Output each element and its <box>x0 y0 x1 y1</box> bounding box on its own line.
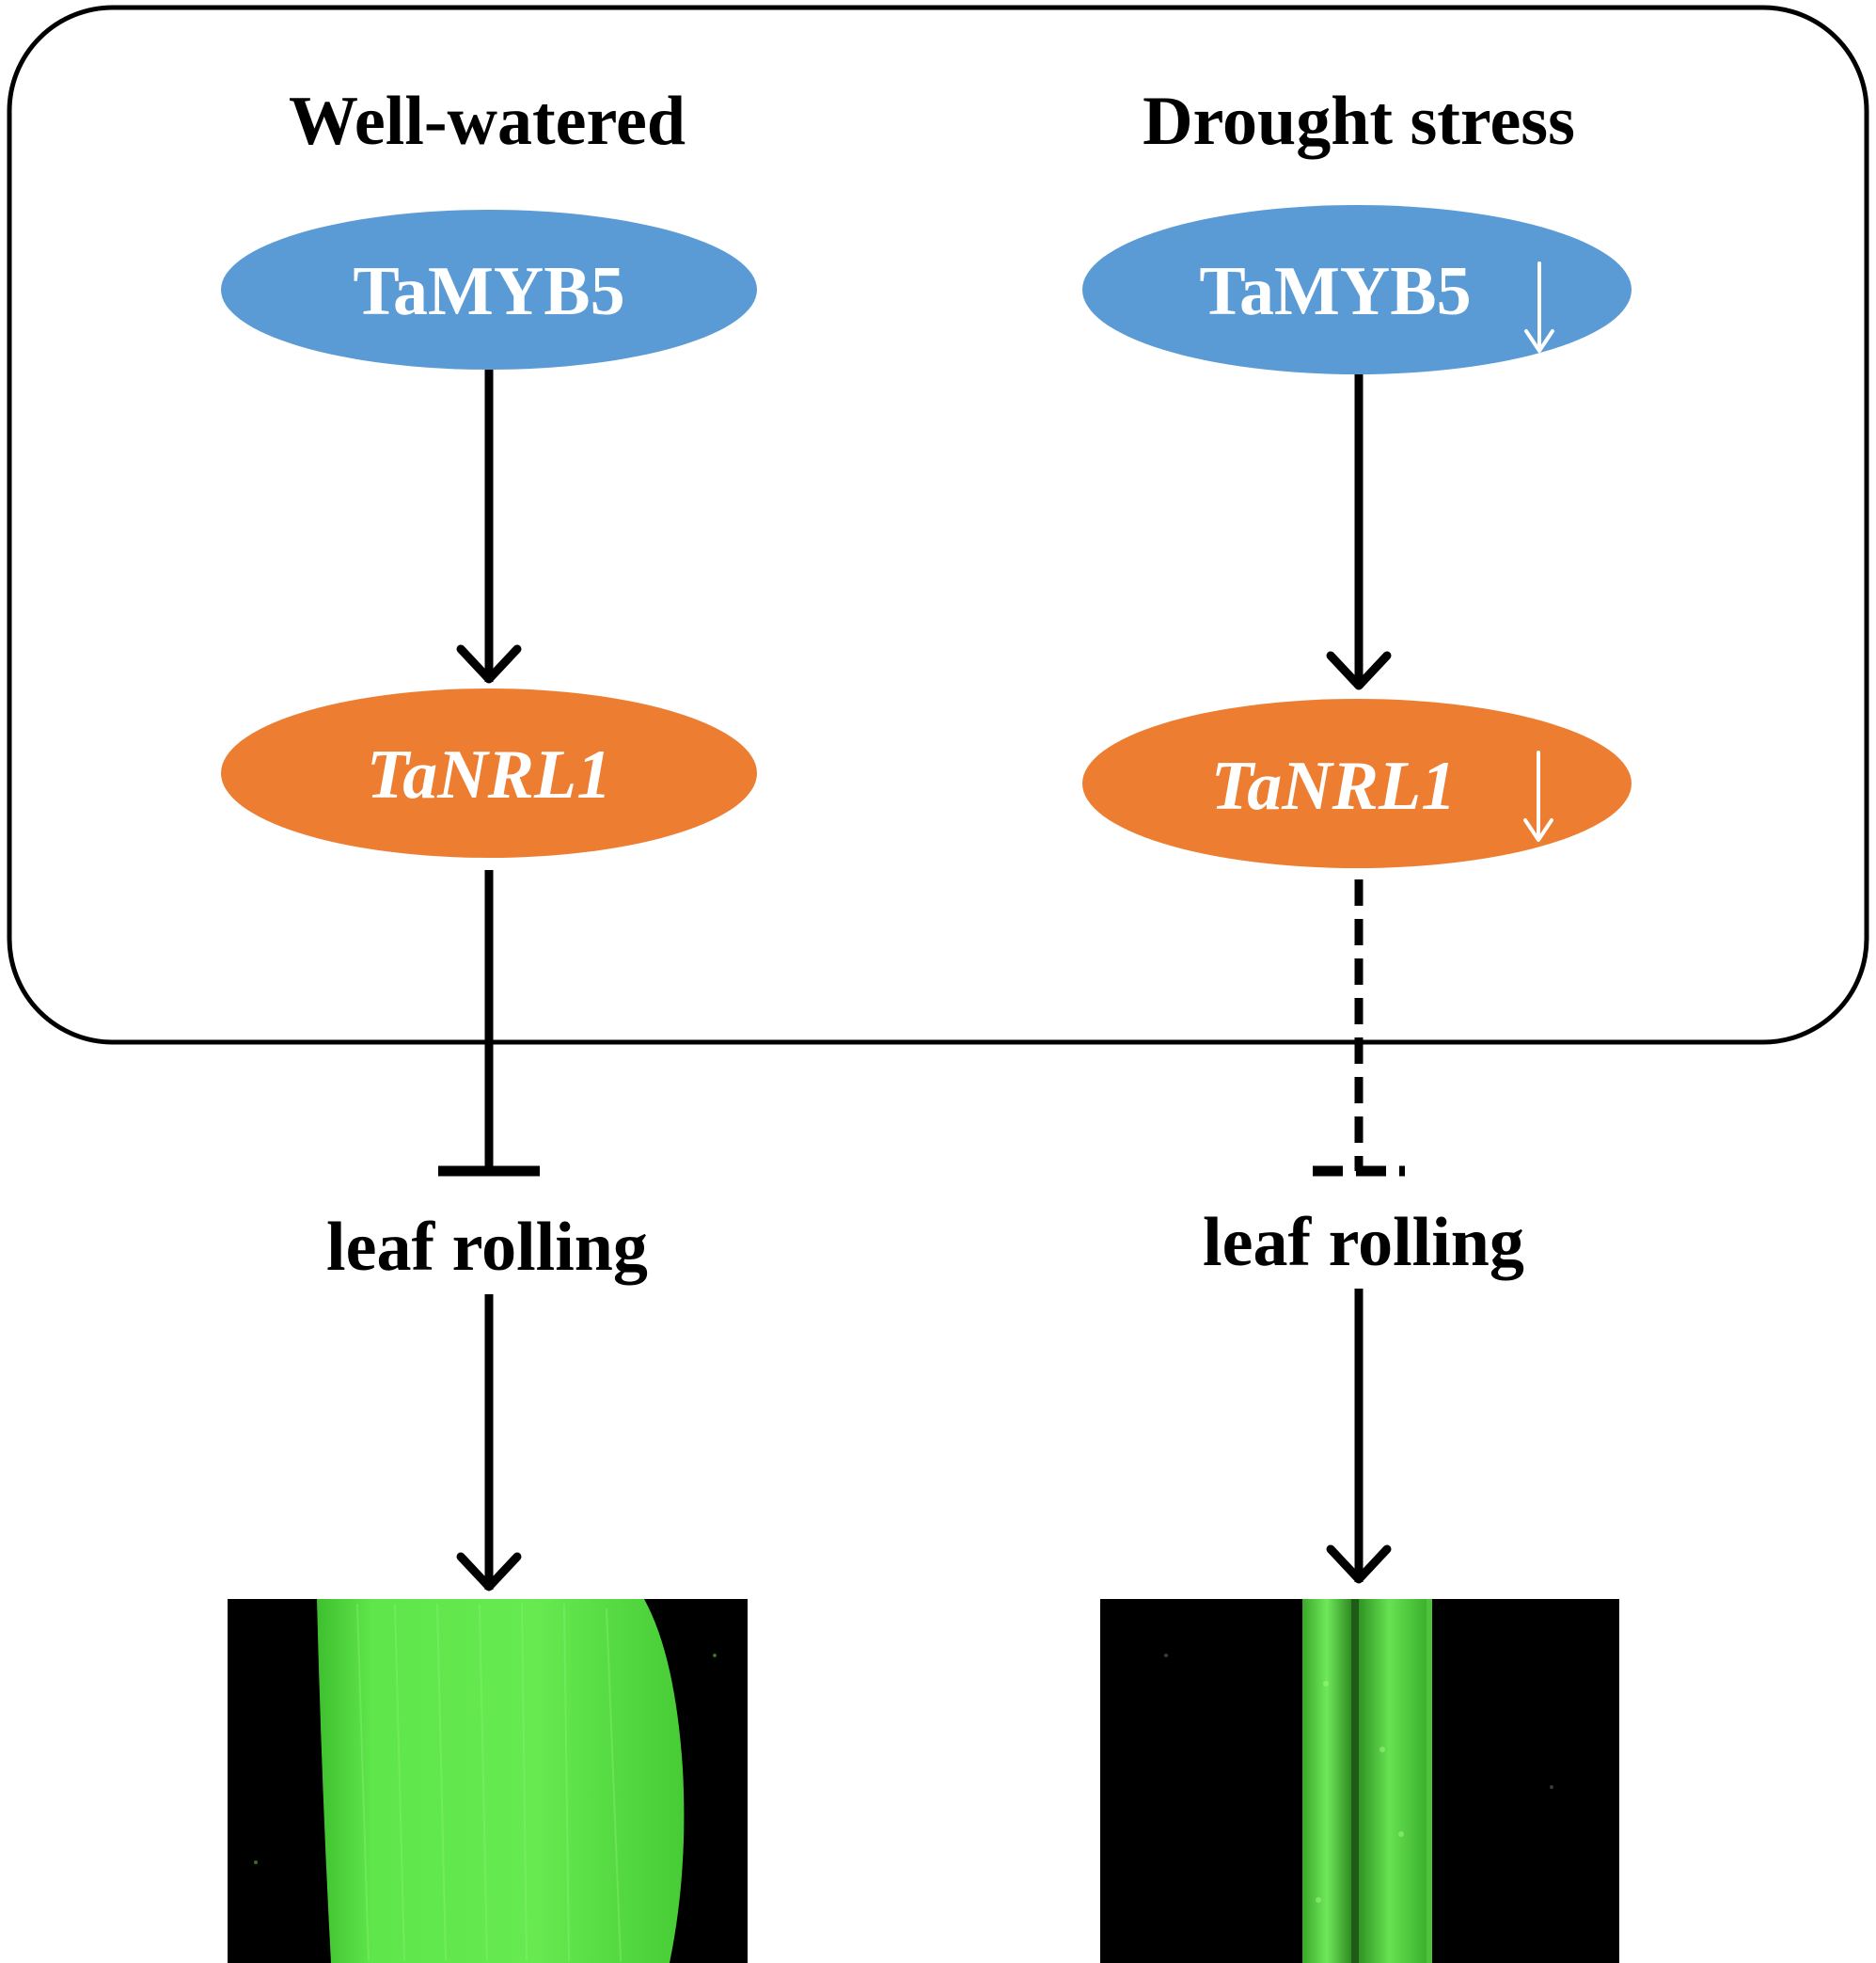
phenotype-label: leaf rolling <box>1203 1204 1524 1281</box>
condition-title: Well-watered <box>289 83 686 160</box>
phenotype-arrow <box>456 1294 522 1591</box>
panel-drought-stress: Drought stress TaMYB5 TaNRL1 leaf <box>1082 83 1632 1963</box>
activation-arrow <box>456 370 522 684</box>
regulator-node: TaMYB5 <box>221 210 757 370</box>
panel-well-watered: Well-watered TaMYB5 TaNRL1 leaf rolling <box>221 83 757 1963</box>
leaf-photo-rolled <box>1100 1599 1619 1963</box>
activation-arrow <box>1326 374 1392 690</box>
target-label: TaNRL1 <box>1211 748 1456 825</box>
target-label: TaNRL1 <box>367 736 611 814</box>
target-ellipse <box>221 689 757 858</box>
regulator-ellipse <box>1082 205 1632 374</box>
leaf-photo-flat <box>228 1599 748 1963</box>
regulator-ellipse <box>221 210 757 370</box>
condition-title: Drought stress <box>1143 83 1575 160</box>
regulator-label: TaMYB5 <box>353 253 624 330</box>
phenotype-label: leaf rolling <box>326 1209 648 1286</box>
target-ellipse <box>1082 699 1632 868</box>
down-arrow-icon <box>1523 751 1553 842</box>
phenotype-arrow <box>1326 1289 1392 1584</box>
regulator-label: TaMYB5 <box>1199 253 1471 330</box>
inhibition-link-weakened <box>1313 879 1405 1177</box>
target-node: TaNRL1 <box>221 689 757 858</box>
regulatory-module-frame <box>7 5 1869 1045</box>
inhibition-link <box>438 870 540 1177</box>
regulator-node: TaMYB5 <box>1082 205 1632 374</box>
down-arrow-icon <box>1524 261 1554 353</box>
target-node: TaNRL1 <box>1082 699 1632 868</box>
